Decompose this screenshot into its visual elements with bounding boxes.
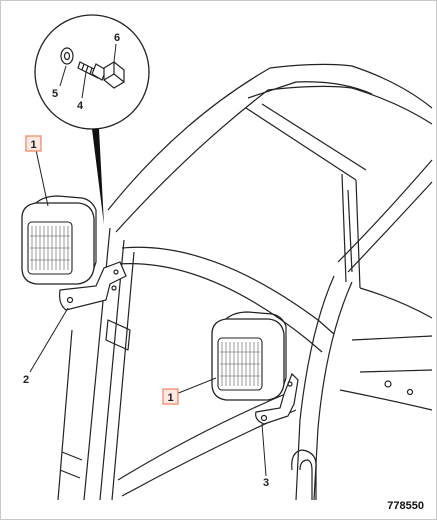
cab-frame (57, 63, 433, 501)
detail-leaders (59, 43, 117, 99)
callout-bracket-left: 2 (23, 374, 29, 386)
detail-circle (34, 14, 150, 130)
callout-lamp-lower: 1 (162, 388, 179, 405)
work-lamp-lower (211, 311, 287, 401)
callout-leaders (29, 149, 267, 477)
callout-bolt: 4 (77, 100, 84, 112)
callout-lamp-upper-text: 1 (30, 139, 36, 151)
figure-number: 778550 (387, 500, 424, 512)
callout-washer: 5 (52, 88, 58, 100)
bolt-part (77, 61, 107, 81)
bracket-left (59, 261, 127, 311)
callout-bracket-right: 3 (263, 477, 269, 489)
washer-part (60, 47, 74, 65)
detail-inset (34, 14, 150, 225)
nut-part (103, 61, 125, 89)
detail-pointer (92, 129, 104, 225)
bracket-right (255, 372, 299, 425)
work-lamp-upper (21, 195, 97, 285)
callout-lamp-upper: 1 (25, 135, 42, 152)
callout-lamp-lower-text: 1 (167, 392, 173, 404)
callout-nut: 6 (114, 32, 120, 44)
